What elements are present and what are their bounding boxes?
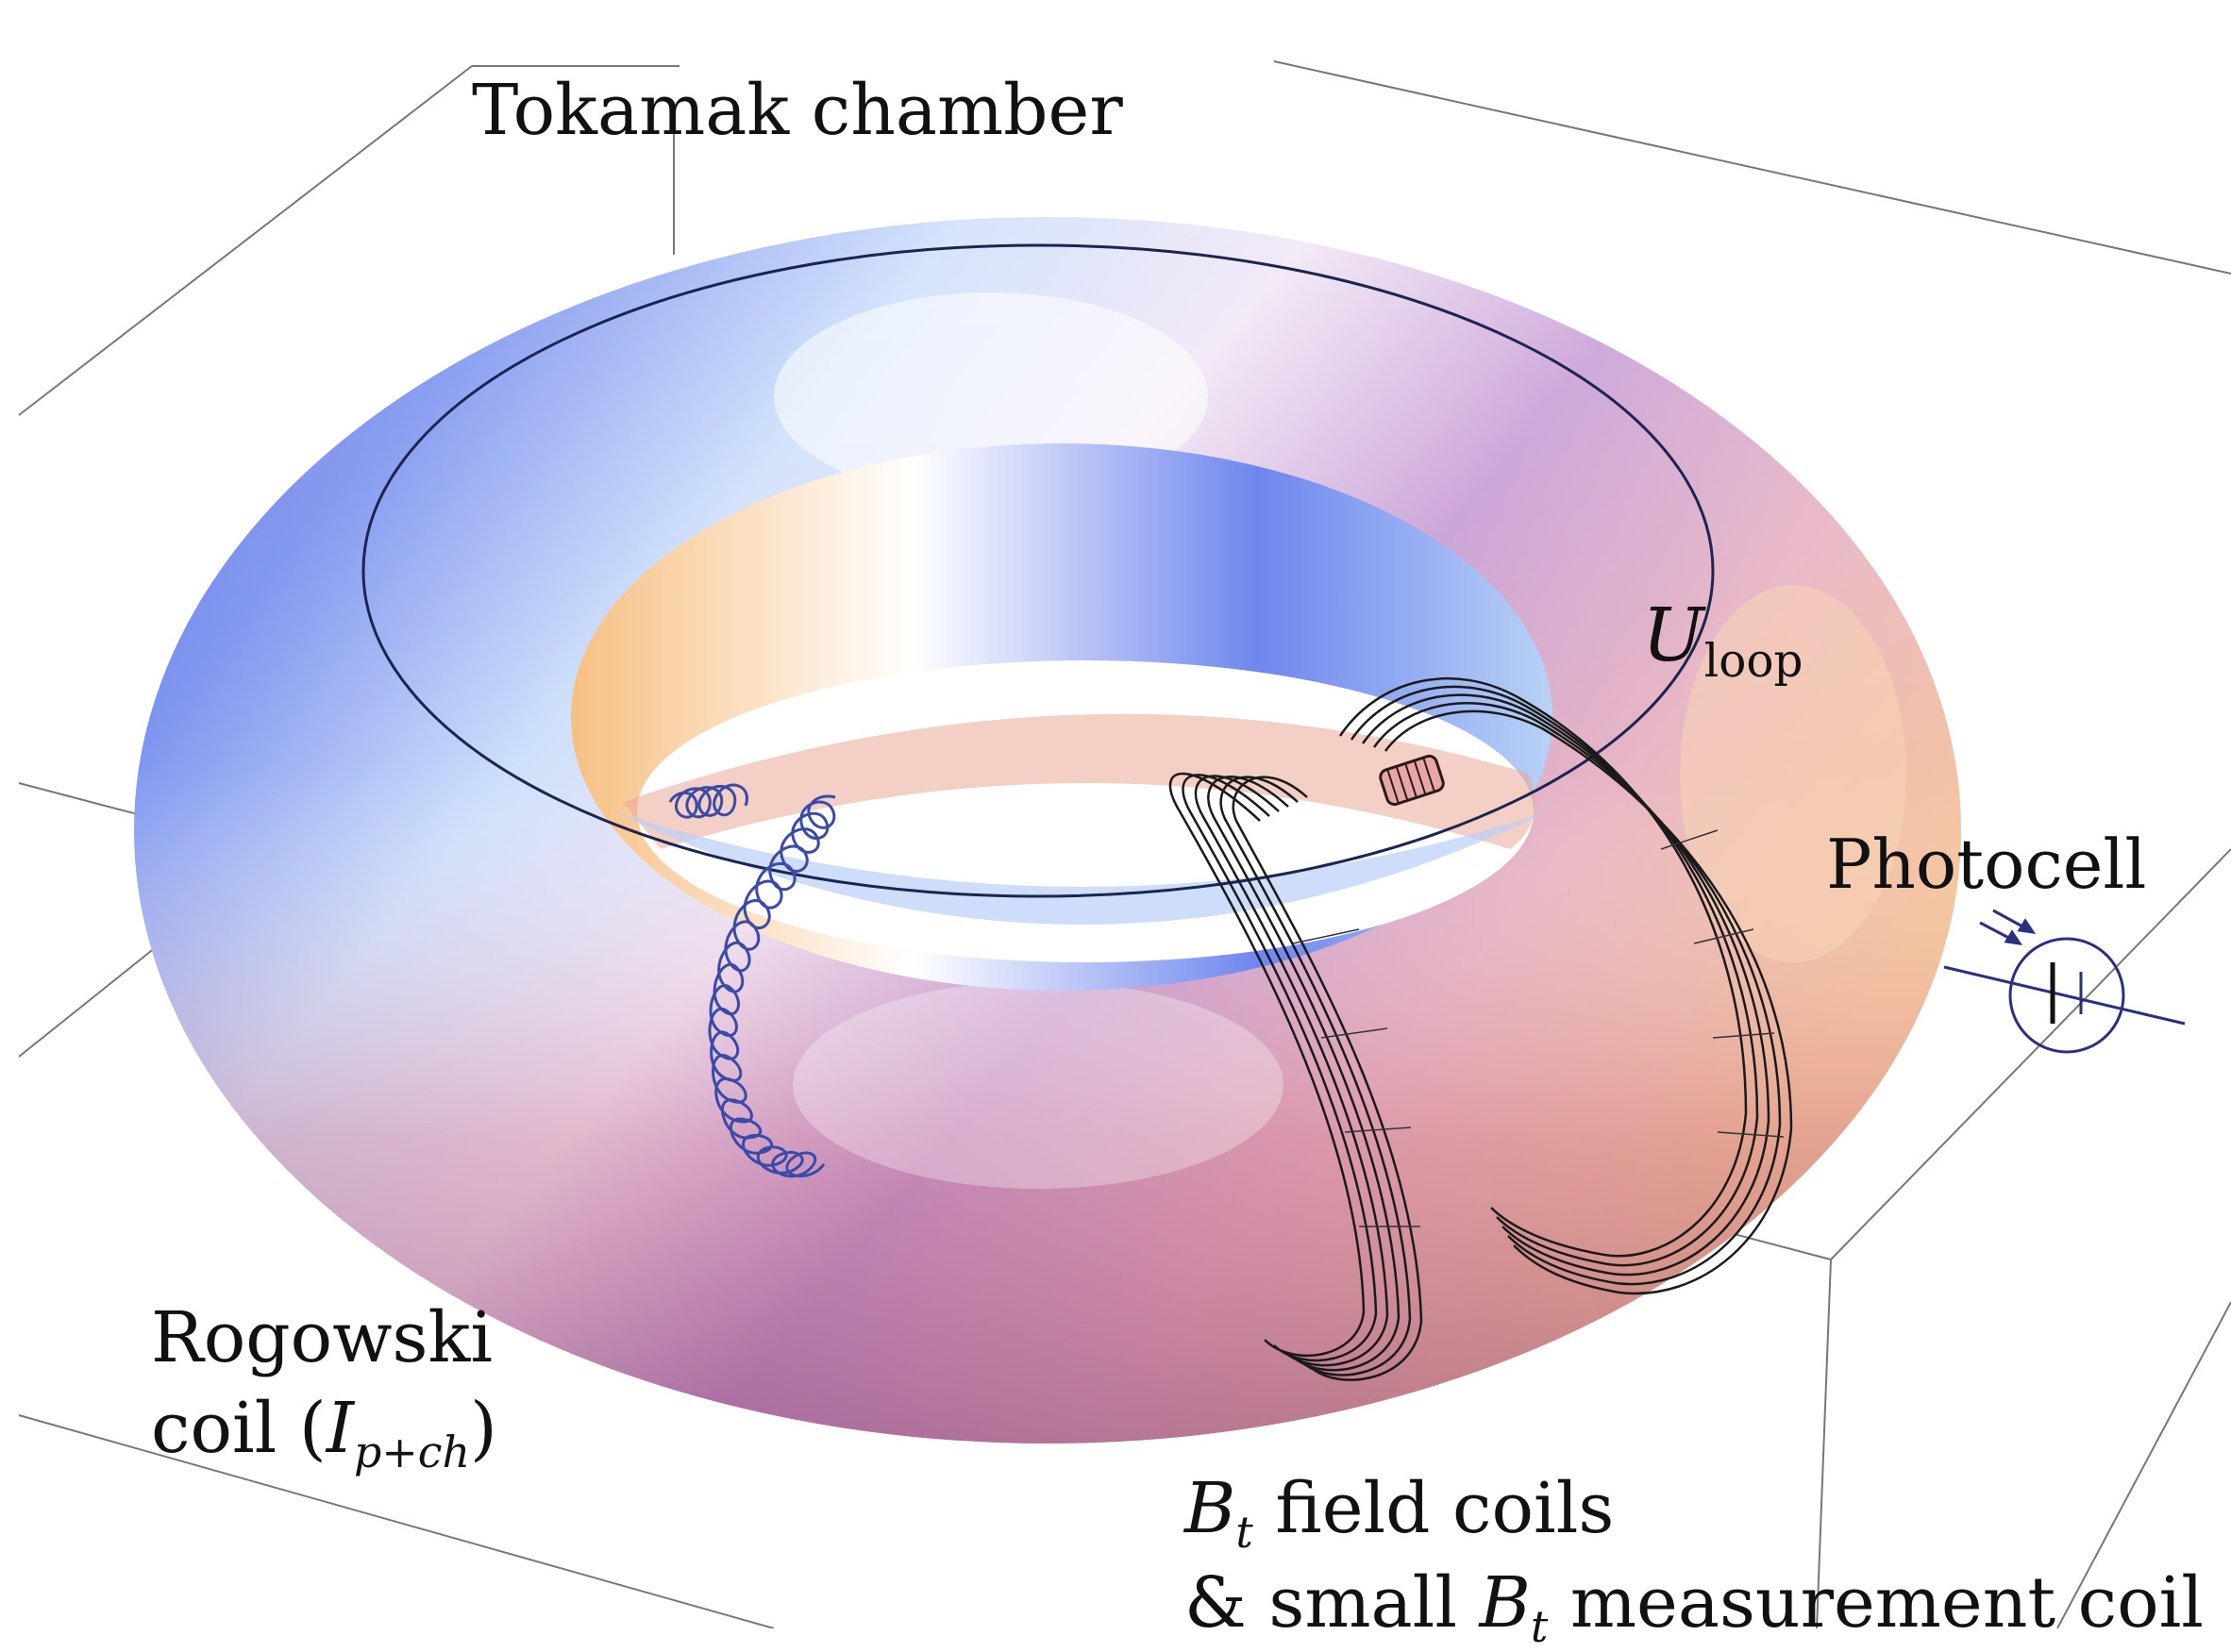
label-uloop: Uloop bbox=[1642, 599, 1803, 684]
rogowski-line-2: coil (Ip+ch) bbox=[151, 1388, 497, 1478]
label-photocell: Photocell bbox=[1826, 830, 2146, 898]
bt-symbol: B bbox=[1184, 1468, 1236, 1549]
rogowski-symbol: I bbox=[326, 1388, 354, 1470]
bt-line-1: Bt field coils bbox=[1184, 1468, 1615, 1559]
label-rogowski: Rogowski coil (Ip+ch) bbox=[151, 1293, 497, 1474]
bt-line-2: & small Bt measurement coil bbox=[1184, 1561, 2204, 1652]
bt-symbol-2: B bbox=[1479, 1561, 1531, 1644]
small-solenoid-icon bbox=[1379, 754, 1445, 807]
rogowski-subscript: p+ch bbox=[353, 1427, 471, 1478]
torus-chamber bbox=[134, 217, 1961, 1443]
tokamak-chamber-text: Tokamak chamber bbox=[472, 70, 1123, 151]
uloop-symbol: U bbox=[1642, 593, 1704, 678]
label-tokamak-chamber: Tokamak chamber bbox=[472, 75, 1123, 145]
label-bt-coils: Bt field coils & small Bt measurement co… bbox=[1184, 1462, 2204, 1651]
rogowski-coil-icon bbox=[668, 783, 836, 1178]
rogowski-line-1: Rogowski bbox=[151, 1297, 494, 1378]
uloop-subscript: loop bbox=[1703, 634, 1803, 688]
photocell-symbol-icon bbox=[1943, 909, 2186, 1054]
toroidal-field-coil-icon bbox=[1168, 677, 1793, 1381]
photocell-text: Photocell bbox=[1826, 825, 2147, 904]
